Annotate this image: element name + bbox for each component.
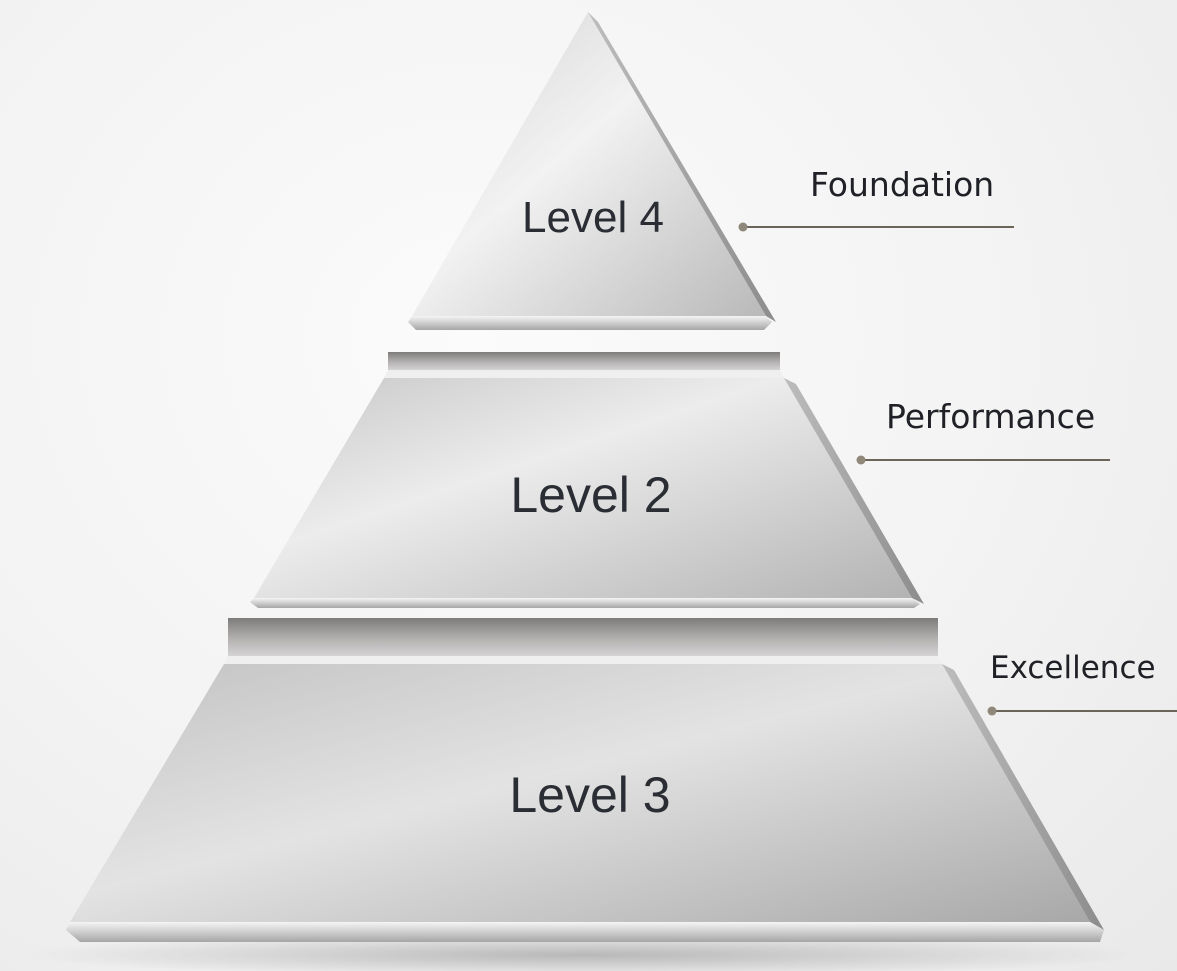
tier-bottom: Level 3 (66, 618, 1104, 942)
tier-middle-label: Level 2 (510, 467, 671, 523)
callout-performance-dot (856, 455, 866, 465)
tier-bottom-lip (66, 922, 1104, 942)
callout-foundation-dot (738, 222, 748, 232)
tier-middle-rim (384, 370, 784, 378)
tier-middle-edge (784, 378, 924, 604)
tier-middle: Level 2 (250, 352, 924, 608)
tier-bottom-top-slab (228, 618, 938, 660)
callout-foundation-label: Foundation (810, 165, 994, 204)
tier-top: Level 4 (408, 12, 776, 330)
tier-middle-face (254, 378, 912, 598)
callout-foundation: Foundation (738, 165, 1014, 232)
tier-middle-top-slab (388, 352, 780, 372)
tier-top-face (412, 12, 766, 316)
tier-middle-lip (250, 598, 920, 608)
tier-bottom-edge (942, 664, 1104, 930)
callout-excellence-label: Excellence (990, 650, 1156, 686)
tier-bottom-face (70, 664, 1090, 922)
tier-top-label: Level 4 (522, 193, 664, 242)
ground-shadow (23, 933, 1143, 971)
callout-performance-label: Performance (886, 397, 1095, 436)
callout-excellence: Excellence (987, 650, 1177, 716)
tier-bottom-rim (224, 656, 942, 664)
callout-performance: Performance (856, 397, 1110, 465)
callout-excellence-dot (987, 706, 997, 716)
tier-top-edge (588, 12, 776, 322)
tier-bottom-label: Level 3 (509, 767, 670, 823)
tier-top-lip (408, 316, 772, 330)
